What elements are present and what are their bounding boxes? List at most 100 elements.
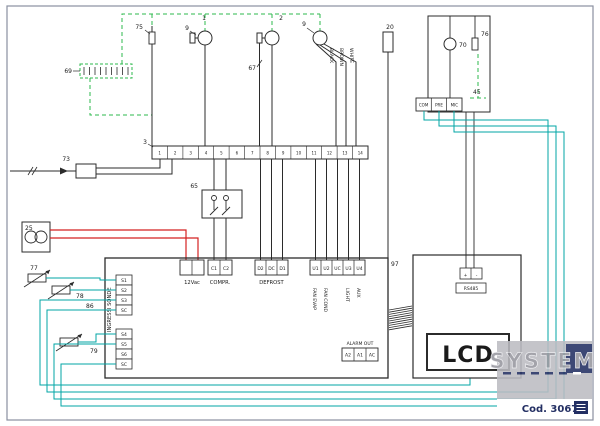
callout-2: 2	[279, 15, 283, 22]
terminal-s5: S5	[121, 342, 127, 348]
terminal-a2: A2	[345, 353, 351, 359]
callout-70: 70	[459, 42, 467, 49]
strip-num: 2	[174, 151, 177, 156]
terminal-c2: C2	[223, 266, 229, 272]
terminal-mic: MIC	[451, 103, 459, 108]
terminal-u2: U2	[323, 266, 329, 272]
label-12vac: 12Vac	[184, 280, 200, 286]
callout-78: 78	[76, 293, 84, 300]
lcd-unit: + - RS485 LCD	[412, 254, 522, 379]
terminal-c1: C1	[211, 266, 217, 272]
probe-79: 79	[55, 333, 98, 355]
terminal-u1: U1	[312, 266, 318, 272]
terminal-u3: U3	[345, 266, 351, 272]
code-label: Cod. 3067	[522, 404, 579, 415]
terminal-sc1: SC	[121, 308, 127, 314]
component-25-transformer: 25	[21, 221, 51, 253]
component-65-relay: 65	[190, 183, 243, 219]
brand-watermark: SYSTEM	[489, 341, 596, 399]
strip-num: 7	[251, 151, 254, 156]
callout-45: 45	[473, 89, 481, 96]
block-outputs	[309, 259, 366, 276]
terminal-com: COM	[419, 103, 429, 108]
strip-num: 14	[358, 151, 364, 156]
wire-label-white: WHITE	[348, 48, 354, 63]
wire-label-black: BLACK	[328, 48, 334, 64]
wire-label-brown: BROWN	[338, 48, 344, 66]
brand-square	[566, 344, 592, 373]
supply-arrow	[60, 167, 68, 175]
brand-text: SYSTEM	[489, 349, 596, 373]
callout-65: 65	[190, 183, 198, 190]
terminal-u4: U4	[356, 266, 362, 272]
terminal-s3: S3	[121, 298, 127, 304]
callout-79: 79	[90, 348, 98, 355]
callout-67: 67	[248, 65, 256, 72]
label-aux: AUX	[355, 288, 361, 298]
terminal-ac: AC	[369, 353, 375, 359]
component-73: 73	[10, 156, 173, 179]
remote-terminal-block: COM PRE MIC	[415, 97, 463, 112]
component-motor-3	[312, 30, 357, 146]
strip-num: 10	[296, 151, 302, 156]
ribbon-cable	[388, 305, 413, 331]
label-alarm-out: ALARM OUT	[347, 341, 374, 347]
callout-3: 3	[143, 139, 147, 146]
terminal-a1: A1	[357, 353, 363, 359]
strip-num: 8	[266, 151, 269, 156]
callout-86: 86	[86, 303, 94, 310]
terminal-plus: +	[464, 273, 468, 279]
strip-num: 4	[205, 151, 208, 156]
callout-1: 1	[202, 15, 206, 22]
terminal-d2: D2	[257, 266, 263, 272]
strip-to-board-wires	[213, 159, 360, 260]
strip-num: 13	[342, 151, 348, 156]
component-73-body	[75, 163, 97, 179]
fuse-76-symbol	[471, 37, 479, 51]
component-75-fuse: 75	[135, 24, 156, 146]
callout-25: 25	[25, 225, 33, 232]
callout-20: 20	[386, 24, 394, 31]
terminal-dc: DC	[268, 266, 275, 272]
component-motor-1	[189, 30, 213, 146]
component-motor-2	[256, 30, 280, 146]
callout-9a: 9	[185, 25, 189, 32]
label-compressor: COMPR.	[210, 280, 231, 286]
terminal-uc: UC	[334, 266, 340, 272]
terminal-pre: PRE	[435, 103, 443, 108]
terminal-strip-3: 3 1 2 3 4 5 6 7 8 9 10 11 12 13 14	[143, 139, 369, 160]
callout-76: 76	[481, 31, 489, 38]
callout-9b: 9	[302, 21, 306, 28]
strip-num: 12	[327, 151, 333, 156]
label-fan-cond: FAN COND	[322, 288, 328, 313]
callout-9a-arrow	[189, 30, 197, 36]
callout-69: 69	[64, 68, 72, 75]
earth-wires	[79, 13, 486, 116]
component-20: 20	[382, 24, 394, 258]
power-12v-wires	[50, 229, 199, 260]
callout-67-arrow	[256, 59, 263, 68]
rs485-link-wires	[465, 112, 475, 268]
terminal-d1: D1	[279, 266, 285, 272]
strip-num: 5	[220, 151, 223, 156]
callout-73: 73	[62, 156, 70, 163]
code-label-group: Cod. 3067	[497, 399, 592, 417]
strip-num: 6	[236, 151, 239, 156]
callout-75: 75	[135, 24, 143, 31]
strip-num: 1	[158, 151, 161, 156]
terminal-s4: S4	[121, 332, 127, 338]
block-alarm	[341, 347, 379, 362]
terminal-s1: S1	[121, 278, 127, 284]
callout-97: 97	[391, 261, 399, 268]
callout-77: 77	[30, 265, 38, 272]
callout-9b-arrow	[306, 27, 315, 34]
label-fan-evap: FAN EVAP	[311, 288, 317, 310]
terminal-minus: -	[476, 274, 478, 279]
lcd-text: LCD	[442, 343, 493, 368]
label-light: LIGHT	[344, 288, 350, 302]
terminal-sc2: SC	[121, 362, 127, 368]
terminal-s2: S2	[121, 288, 127, 294]
lcd-display	[426, 333, 510, 371]
